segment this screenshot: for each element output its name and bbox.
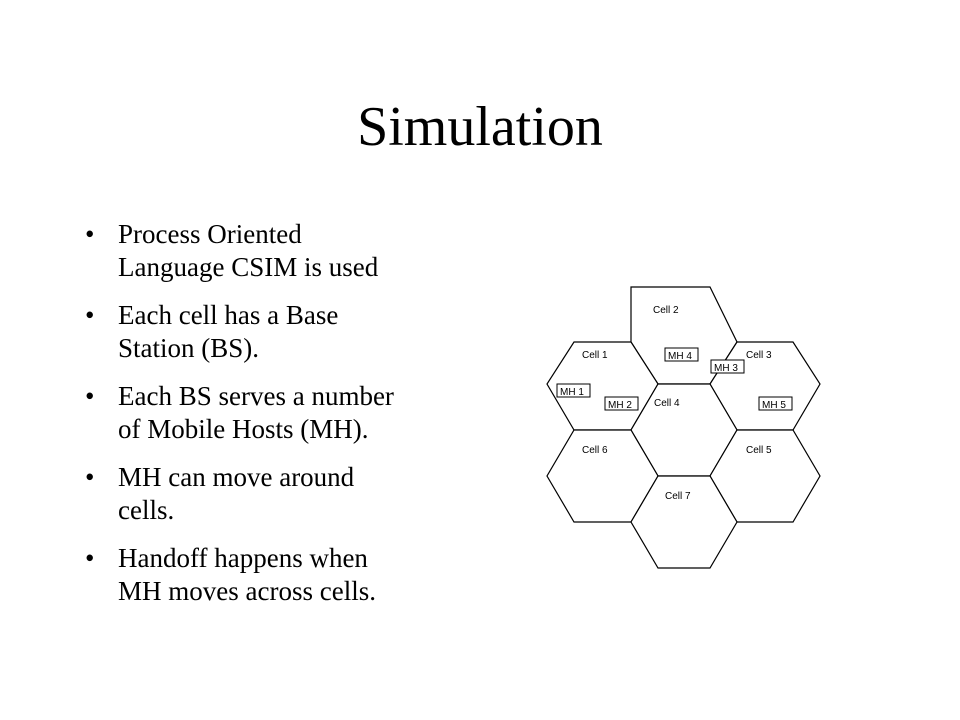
mobile-host-box bbox=[556, 383, 591, 398]
hexagon-cell-7 bbox=[630, 475, 738, 569]
mobile-host-box bbox=[664, 347, 699, 362]
bullet-line: of Mobile Hosts (MH). bbox=[118, 414, 369, 444]
bullet-list: • Process Oriented Language CSIM is used… bbox=[80, 218, 460, 623]
bullet-line: Each cell has a Base bbox=[118, 300, 339, 330]
mobile-host-label: MH 5 bbox=[762, 400, 786, 411]
mobile-host-box bbox=[604, 396, 639, 411]
cell-label: Cell 7 bbox=[665, 491, 691, 502]
bullet-symbol: • bbox=[85, 219, 95, 249]
bullet-line: Each BS serves a number bbox=[118, 381, 394, 411]
bullet-item: • Process Oriented Language CSIM is used bbox=[80, 218, 460, 284]
mobile-host-label: MH 1 bbox=[560, 387, 584, 398]
bullet-symbol: • bbox=[85, 543, 95, 573]
mobile-host-label: MH 3 bbox=[714, 363, 738, 374]
slide-title: Simulation bbox=[357, 96, 603, 158]
mobile-host-label: MH 4 bbox=[668, 351, 692, 362]
bullet-line: MH moves across cells. bbox=[118, 576, 376, 606]
bullet-symbol: • bbox=[85, 381, 95, 411]
cell-label: Cell 6 bbox=[582, 445, 608, 456]
bullet-item: • MH can move around cells. bbox=[80, 461, 460, 527]
cell-label: Cell 1 bbox=[582, 350, 608, 361]
bullet-item: • Each BS serves a number of Mobile Host… bbox=[80, 380, 460, 446]
cell-label: Cell 3 bbox=[746, 350, 772, 361]
cell-label: Cell 2 bbox=[653, 305, 679, 316]
bullet-line: Handoff happens when bbox=[118, 543, 368, 573]
bullet-line: cells. bbox=[118, 495, 175, 525]
mobile-host-box bbox=[710, 359, 745, 374]
cell-label: Cell 5 bbox=[746, 445, 772, 456]
cell-label: Cell 4 bbox=[654, 398, 680, 409]
bullet-line: Process Oriented bbox=[118, 219, 302, 249]
mobile-host-box bbox=[758, 396, 793, 411]
bullet-line: MH can move around bbox=[118, 462, 355, 492]
mobile-host-label: MH 2 bbox=[608, 400, 632, 411]
bullet-line: Language CSIM is used bbox=[118, 252, 379, 282]
bullet-item: • Each cell has a Base Station (BS). bbox=[80, 299, 460, 365]
bullet-symbol: • bbox=[85, 462, 95, 492]
bullet-item: • Handoff happens when MH moves across c… bbox=[80, 542, 460, 608]
bullet-symbol: • bbox=[85, 300, 95, 330]
bullet-line: Station (BS). bbox=[118, 333, 260, 363]
